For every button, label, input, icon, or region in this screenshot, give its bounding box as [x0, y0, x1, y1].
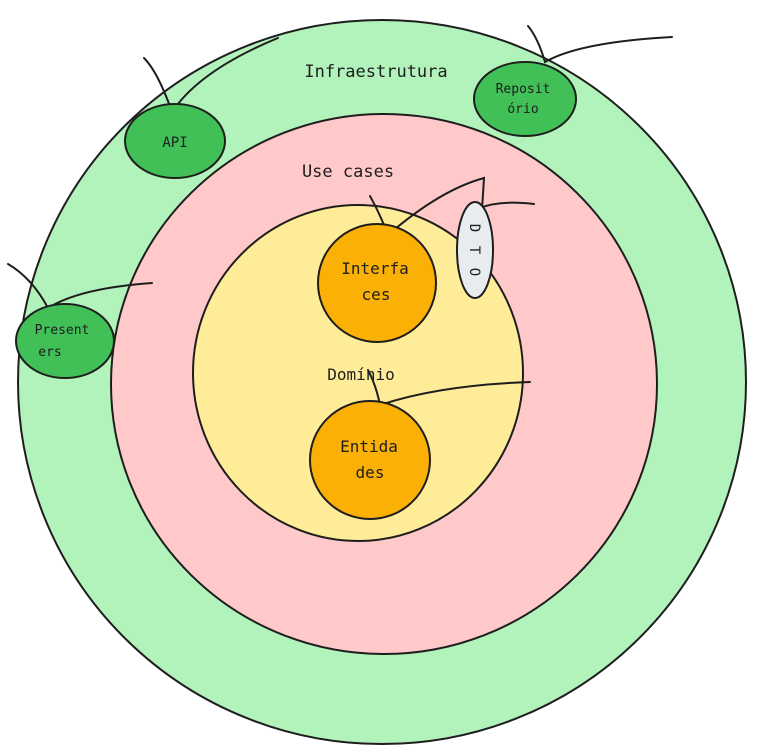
repositorio-connector: [527, 25, 673, 64]
use-cases-label: Use cases: [302, 162, 394, 182]
api-node: [124, 103, 226, 179]
dto-label-line1: D: [466, 224, 482, 232]
repositorio-node: [473, 61, 577, 137]
presenters-label-line2: ers: [38, 345, 61, 360]
api-label: API: [162, 135, 187, 151]
infraestrutura-label: Infraestrutura: [304, 62, 447, 82]
interfaces-label-line1: Interfa: [341, 259, 408, 278]
presenters-node: [15, 303, 115, 379]
repositorio-label-line2: ório: [507, 102, 538, 117]
dto-label-line3: O: [466, 268, 482, 276]
entidades-node: [309, 400, 431, 520]
dto-node: [456, 201, 494, 299]
dominio-label: Domínio: [327, 365, 394, 384]
dominio-layer: [192, 204, 524, 542]
entidades-connector: [367, 369, 531, 407]
interfaces-node: [317, 223, 437, 343]
dto-label-line2: T: [466, 246, 482, 255]
presenters-label-line1: Present: [35, 323, 90, 338]
entidades-label-line2: des: [356, 463, 385, 482]
entidades-label-line1: Entida: [340, 437, 398, 456]
repositorio-label-line1: Reposit: [496, 82, 551, 97]
interfaces-label-line2: ces: [362, 285, 391, 304]
